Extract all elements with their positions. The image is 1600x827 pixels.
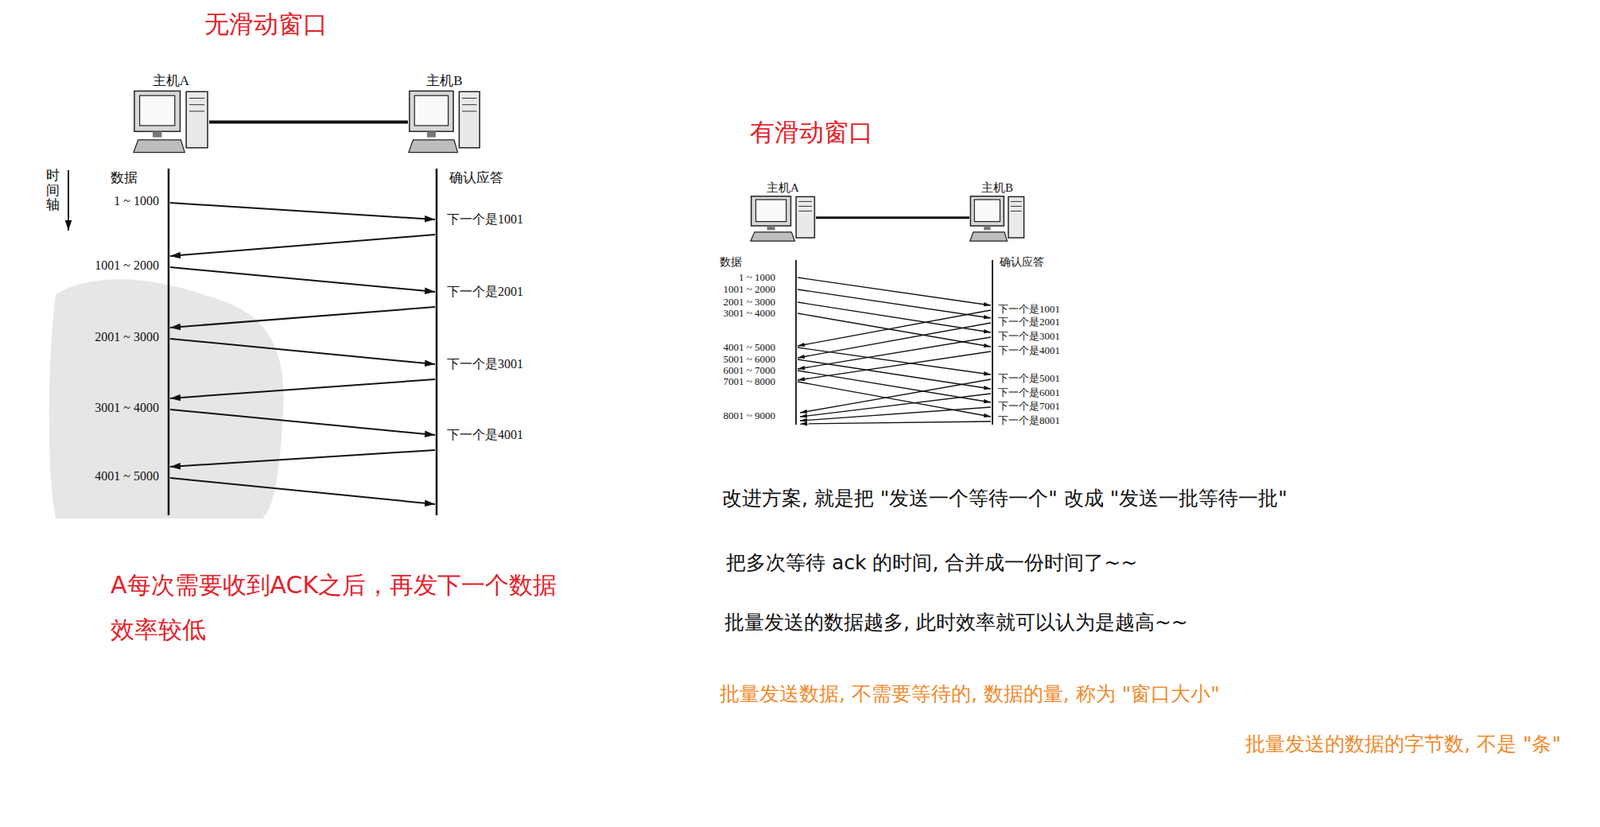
send-arrow: [797, 289, 991, 319]
explanation-text: 批量发送的数据越多, 此时效率就可以认为是越高~~: [724, 610, 1189, 635]
timeline-a: [795, 260, 797, 425]
diagram-label: 1001 ~ 2000: [94, 257, 160, 273]
diagram-label: 2001 ~ 3000: [94, 329, 160, 345]
send-arrow: [170, 477, 435, 505]
section-heading: 有滑动窗口: [749, 117, 874, 148]
computer-icon: [969, 194, 1026, 243]
seal-watermark: [49, 279, 284, 519]
host-computer: 主机A: [132, 73, 210, 155]
ack-arrow: [800, 393, 991, 417]
diagram-label: 1 ~ 1000: [738, 271, 776, 284]
ack-arrow: [797, 337, 991, 369]
diagram-label: 5001 ~ 6000: [722, 353, 776, 366]
send-arrow: [170, 338, 435, 365]
diagram-label: 3001 ~ 4000: [94, 400, 160, 416]
diagram-label: 下一个是1001: [998, 302, 1061, 316]
timeline-b: [435, 168, 439, 516]
diagram-label: 下一个是5001: [998, 372, 1061, 385]
diagram-label: 数据: [110, 170, 138, 187]
diagram-label: 下一个是3001: [998, 330, 1061, 343]
ack-arrow: [800, 421, 991, 424]
ack-arrow: [170, 306, 435, 328]
host-computer: 主机B: [969, 180, 1026, 243]
host-label: 主机A: [749, 180, 816, 195]
host-label: 主机B: [969, 180, 1026, 195]
diagram-label: 下一个是7001: [998, 400, 1061, 413]
diagram-label: 4001 ~ 5000: [94, 468, 160, 484]
diagram-label: 8001 ~ 9000: [722, 409, 776, 423]
ack-arrow: [797, 351, 991, 381]
diagram-label: 下一个是2001: [446, 283, 524, 300]
diagram-label: 1001 ~ 2000: [722, 283, 776, 296]
diagram-label: 1 ~ 1000: [113, 193, 160, 209]
host-label: 主机B: [407, 73, 482, 90]
send-arrow: [797, 277, 991, 306]
highlight-note: 批量发送数据, 不需要等待的, 数据的量, 称为 "窗口大小": [719, 682, 1220, 707]
diagram-label: 6001 ~ 7000: [722, 364, 776, 377]
note-text: A每次需要收到ACK之后，再发下一个数据 效率较低: [110, 563, 636, 652]
computer-icon: [749, 194, 816, 243]
axis-label: 时间轴: [46, 168, 60, 214]
time-axis-arrow: [67, 170, 70, 231]
diagram-label: 确认应答: [449, 170, 504, 187]
diagram-label: 数据: [719, 256, 742, 270]
highlight-note: 批量发送的数据的字节数, 不是 "条": [1245, 732, 1562, 757]
explanation-text: 把多次等待 ack 的时间, 合并成一份时间了~~: [726, 551, 1138, 575]
diagram-label: 3001 ~ 4000: [722, 306, 776, 320]
diagram-label: 下一个是4001: [446, 427, 524, 443]
ack-arrow: [800, 407, 991, 421]
timeline-a: [167, 168, 171, 516]
ack-arrow: [170, 234, 435, 257]
diagram-label: 7001 ~ 8000: [722, 375, 776, 389]
ack-arrow: [170, 450, 435, 467]
timeline-b: [991, 260, 994, 425]
diagram-label: 下一个是4001: [998, 344, 1061, 358]
computer-icon: [407, 89, 482, 155]
send-arrow: [170, 267, 435, 292]
explanation-text: 改进方案, 就是把 "发送一个等待一个" 改成 "发送一批等待一批": [722, 486, 1288, 511]
send-arrow: [170, 202, 435, 220]
diagram-label: 确认应答: [999, 256, 1045, 270]
ack-arrow: [170, 379, 435, 399]
diagram-label: 下一个是8001: [998, 414, 1061, 428]
network-link: [815, 216, 970, 219]
host-label: 主机A: [132, 73, 210, 90]
diagram-label: 下一个是1001: [446, 211, 524, 227]
send-arrow: [170, 409, 435, 435]
diagram-label: 下一个是6001: [998, 386, 1061, 400]
computer-icon: [132, 89, 210, 155]
host-computer: 主机B: [407, 73, 482, 155]
diagram-label: 下一个是2001: [998, 315, 1061, 329]
send-arrow: [797, 347, 991, 375]
diagram-label: 下一个是3001: [446, 356, 524, 372]
ack-arrow: [800, 379, 991, 413]
send-arrow: [797, 381, 991, 417]
diagram-label: 2001 ~ 3000: [722, 295, 776, 309]
host-computer: 主机A: [749, 180, 816, 243]
network-link: [209, 120, 408, 124]
section-heading: 无滑动窗口: [204, 9, 328, 39]
diagram-label: 4001 ~ 5000: [722, 341, 776, 354]
timeline-arrows: [68, 168, 993, 516]
